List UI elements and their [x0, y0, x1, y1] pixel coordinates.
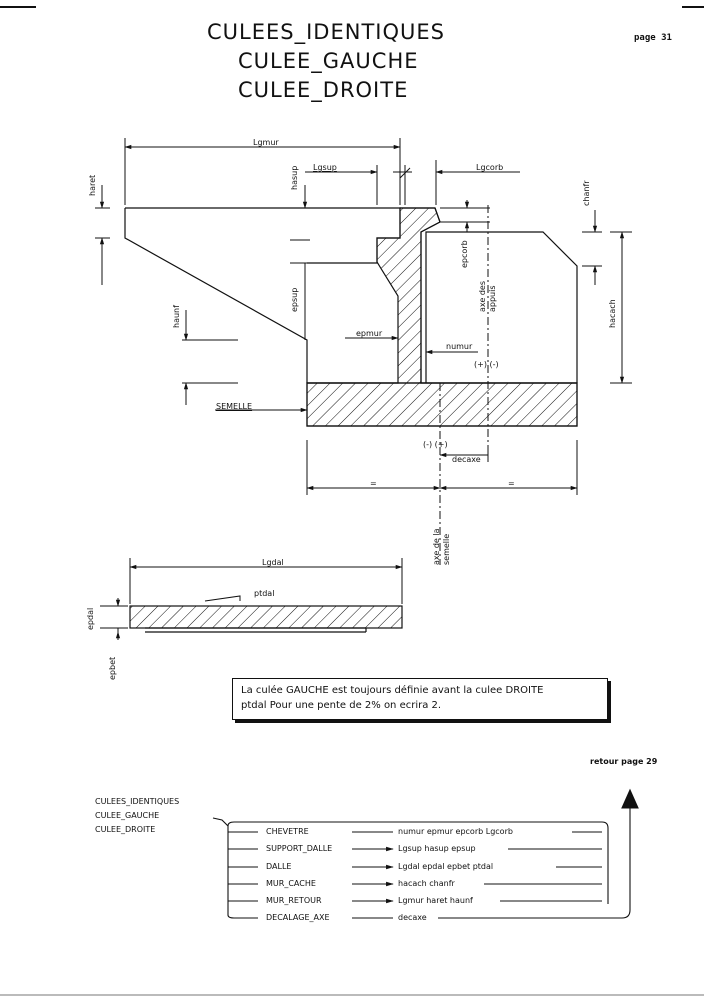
label-haunf: haunf — [172, 305, 181, 328]
tree-row-name: MUR_RETOUR — [266, 896, 322, 905]
tree-row-params: hacach chanfr — [398, 879, 455, 888]
label-epmur: epmur — [356, 329, 383, 338]
label-numur: numur — [446, 342, 473, 351]
label-lgdal: Lgdal — [262, 558, 284, 567]
wing-wall-slope — [124, 208, 308, 383]
label-chanfr: chanfr — [582, 180, 591, 206]
page-title-1: CULEES_IDENTIQUES — [207, 20, 445, 44]
return-arrow-head — [621, 788, 639, 809]
label-signs-bottom: (-) (+) — [423, 440, 448, 449]
tree-row-params: Lgdal epdal epbet ptdal — [398, 862, 494, 871]
label-semelle: SEMELLE — [216, 402, 253, 411]
label-lgsup: Lgsup — [313, 163, 337, 172]
label-signs-top: (+) (-) — [474, 360, 499, 369]
label-epsup: epsup — [290, 287, 299, 312]
note-line-1: La culée GAUCHE est toujours définie ava… — [241, 685, 544, 696]
label-equal-right: = — [508, 479, 515, 488]
top-left-rule — [0, 6, 36, 8]
page-number: page 31 — [634, 33, 672, 43]
tree-root-2: CULEE_GAUCHE — [95, 811, 160, 820]
tree-row-name: CHEVETRE — [266, 827, 309, 836]
tree-row-params: numur epmur epcorb Lgcorb — [398, 827, 513, 836]
label-hacach: hacach — [608, 299, 617, 328]
label-decaxe: decaxe — [452, 455, 481, 464]
tree-row-params: Lgsup hasup epsup — [398, 844, 476, 853]
top-right-rule — [682, 6, 704, 8]
slab-section — [129, 605, 403, 629]
tree-row-name: SUPPORT_DALLE — [266, 844, 333, 853]
note-box: La culée GAUCHE est toujours définie ava… — [232, 678, 608, 720]
label-hasup: hasup — [290, 165, 299, 190]
tree-row-params: decaxe — [398, 913, 427, 922]
wing-wall-outline — [125, 207, 401, 264]
tree-root-1: CULEES_IDENTIQUES — [95, 797, 180, 806]
label-epbet: epbet — [108, 656, 117, 680]
page-title-2: CULEE_GAUCHE — [238, 49, 419, 73]
tree-root-3: CULEE_DROITE — [95, 825, 156, 834]
label-haret: haret — [88, 174, 97, 196]
page-title-3: CULEE_DROITE — [238, 78, 409, 102]
note-line-2: ptdal Pour une pente de 2% on ecrira 2. — [241, 700, 442, 711]
tree-row-name: DALLE — [266, 862, 292, 871]
label-ptdal: ptdal — [254, 589, 275, 598]
label-epcorb: epcorb — [460, 240, 469, 268]
label-equal-left: = — [370, 479, 377, 488]
tree-left-brace — [212, 817, 229, 915]
label-lgmur: Lgmur — [253, 138, 279, 147]
label-epdal: epdal — [86, 607, 95, 630]
tree-row-params: Lgmur haret haunf — [398, 896, 473, 905]
mur-cache-outline — [425, 231, 578, 383]
retour-link[interactable]: retour page 29 — [590, 757, 658, 766]
tree-row-name: DECALAGE_AXE — [266, 913, 330, 922]
label-axe-appuis: axe des appuis — [478, 280, 497, 312]
label-axe-semelle: axe de la semelle — [432, 528, 451, 565]
label-lgcorb: Lgcorb — [476, 163, 504, 172]
chevetre-hatched — [306, 207, 578, 427]
tree-row-name: MUR_CACHE — [266, 879, 316, 888]
